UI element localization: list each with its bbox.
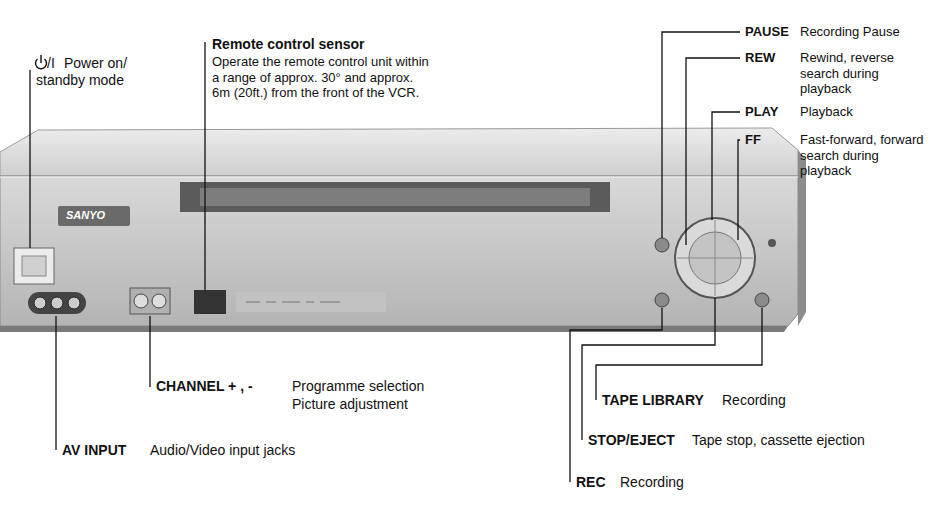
part-name: STOP/EJECT bbox=[588, 432, 675, 449]
power-button bbox=[14, 248, 54, 284]
part-description: Playback bbox=[800, 104, 928, 120]
vcr-front bbox=[0, 176, 798, 326]
leader-line bbox=[662, 32, 740, 238]
channel-button bbox=[134, 294, 148, 308]
channel-panel bbox=[130, 288, 170, 314]
part-description: Recording bbox=[722, 392, 786, 409]
part-description: Fast-forward, forward search during play… bbox=[800, 132, 928, 179]
leader-line bbox=[204, 42, 205, 290]
display-marks bbox=[246, 301, 340, 303]
part-name: Remote control sensor bbox=[212, 36, 364, 53]
power-symbol bbox=[36, 55, 47, 69]
vcr-top bbox=[0, 128, 798, 176]
pause-button bbox=[655, 238, 669, 252]
brand-logo: SANYO bbox=[66, 209, 105, 222]
indicator bbox=[768, 239, 776, 247]
leader-line bbox=[712, 112, 740, 220]
logo-strip bbox=[58, 206, 130, 226]
part-name: REC bbox=[576, 474, 606, 491]
part-name: PLAY bbox=[745, 104, 778, 120]
av-jack bbox=[68, 297, 80, 309]
control-ring bbox=[675, 218, 755, 298]
part-name: CHANNEL + , - bbox=[156, 378, 253, 395]
part-description: Operate the remote control unit within a… bbox=[212, 54, 434, 101]
control-divisions bbox=[677, 220, 753, 296]
power-symbol-bar bbox=[40, 55, 41, 63]
part-name: FF bbox=[745, 132, 761, 148]
display-window bbox=[236, 292, 386, 312]
leader-line bbox=[149, 316, 150, 387]
leader-line bbox=[596, 308, 762, 400]
leader-line bbox=[55, 316, 56, 450]
part-description: Recording bbox=[620, 474, 684, 491]
power-symbol-text: /I bbox=[47, 55, 55, 72]
part-name: REW bbox=[745, 50, 775, 66]
part-description: Power on/ standby mode bbox=[36, 55, 148, 89]
av-jack-panel bbox=[28, 292, 86, 314]
tape-library-button bbox=[755, 293, 769, 307]
part-description: Tape stop, cassette ejection bbox=[692, 432, 865, 449]
channel-button bbox=[152, 294, 166, 308]
part-description: Programme selection bbox=[292, 378, 424, 395]
part-name: TAPE LIBRARY bbox=[602, 392, 704, 409]
power-button-face bbox=[22, 256, 46, 276]
part-description: Recording Pause bbox=[800, 24, 928, 40]
leader-line bbox=[686, 58, 740, 245]
part-description: Rewind, reverse search during playback bbox=[800, 50, 928, 97]
leader-line bbox=[582, 298, 715, 440]
vcr-body bbox=[0, 128, 806, 332]
cassette-slot bbox=[180, 182, 610, 212]
part-name: PAUSE bbox=[745, 24, 789, 40]
part-description: Picture adjustment bbox=[292, 396, 408, 413]
part-name: AV INPUT bbox=[62, 442, 126, 459]
leader-line bbox=[738, 140, 740, 240]
edge-highlight bbox=[0, 177, 798, 178]
cassette-flap bbox=[200, 188, 590, 206]
leader-lines bbox=[30, 32, 762, 482]
leader-line bbox=[29, 70, 30, 248]
av-jack bbox=[34, 297, 46, 309]
vcr-base bbox=[0, 326, 788, 332]
rec-button bbox=[655, 293, 669, 307]
part-description: Audio/Video input jacks bbox=[150, 442, 295, 459]
remote-sensor bbox=[194, 290, 226, 314]
av-jack bbox=[51, 297, 63, 309]
